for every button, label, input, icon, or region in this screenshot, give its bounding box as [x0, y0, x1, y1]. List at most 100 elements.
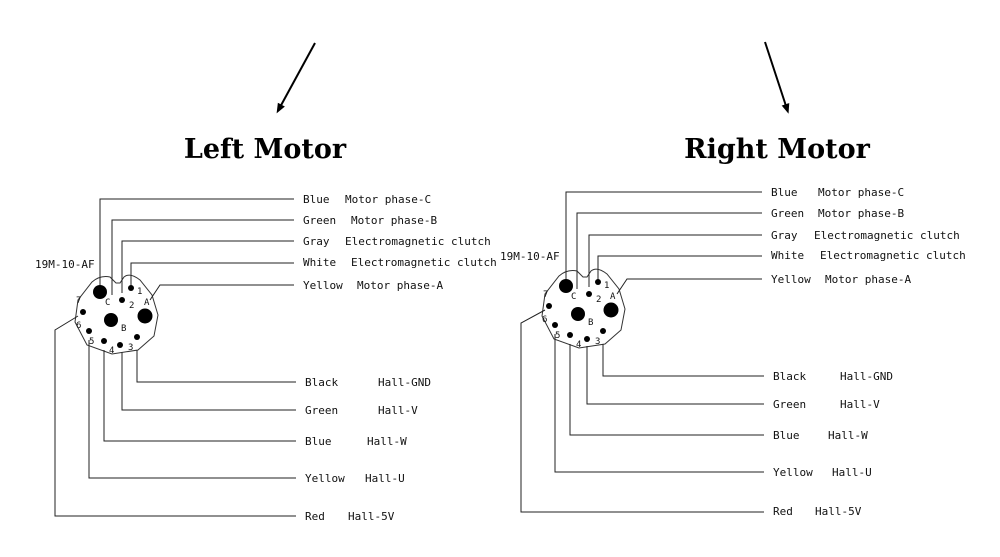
- left-motor-title: Left Motor: [184, 134, 347, 165]
- right-pin-6-hole: [552, 322, 558, 328]
- left-wire-label-function: Hall-W: [367, 435, 407, 448]
- left-wire-label-function: Electromagnetic clutch: [345, 235, 491, 248]
- right-pin-7-hole: [546, 303, 552, 309]
- right-wire-phase-c: [565, 191, 762, 280]
- right-pin-b-hole: [571, 307, 585, 321]
- left-wire-label-color: Green: [303, 214, 336, 227]
- right-wire-label-function: Motor phase-A: [825, 273, 911, 286]
- right-pointer-arrow: [764, 41, 790, 114]
- right-pin-label-c: C: [571, 292, 576, 302]
- right-pin-label-6: 6: [542, 315, 547, 325]
- right-pin-4-hole: [584, 336, 590, 342]
- left-wire-label-color: Blue: [303, 193, 330, 206]
- left-wire-label-function: Hall-GND: [378, 376, 431, 389]
- left-wire-label-color: Yellow: [303, 279, 343, 292]
- right-wire-label-color: Yellow: [773, 466, 813, 479]
- left-pin-label-7: 7: [76, 296, 81, 306]
- right-wire-label-color: Green: [773, 398, 806, 411]
- right-wire-clutch-gray: [588, 234, 762, 287]
- right-connector-label: 19M-10-AF: [500, 250, 560, 263]
- right-wire-label-function: Hall-5V: [815, 505, 862, 518]
- left-pin-label-4: 4: [109, 346, 114, 356]
- right-wire-hall-u: [554, 334, 764, 473]
- left-wire-phase-c: [99, 198, 294, 286]
- right-wire-phase-a: [616, 278, 762, 295]
- right-pin-5-hole: [567, 332, 573, 338]
- left-pin-3-hole: [134, 334, 140, 340]
- left-wire-label-color: Red: [305, 510, 325, 523]
- left-connector-label: 19M-10-AF: [35, 258, 95, 271]
- left-pin-1-hole: [128, 285, 134, 291]
- right-pin-label-3: 3: [595, 337, 600, 347]
- left-pin-label-2: 2: [129, 301, 134, 311]
- left-pin-7-hole: [80, 309, 86, 315]
- left-pin-label-6: 6: [76, 321, 81, 331]
- left-wire-label-color: Black: [305, 376, 338, 389]
- left-wire-label-function: Motor phase-B: [351, 214, 437, 227]
- right-pin-label-2: 2: [596, 295, 601, 305]
- left-pin-label-a: A: [144, 298, 150, 308]
- left-pin-label-c: C: [105, 298, 110, 308]
- right-wire-hall-gnd: [602, 344, 764, 377]
- left-wire-clutch-white: [130, 262, 294, 287]
- left-pointer-arrow: [276, 42, 316, 114]
- right-pin-label-4: 4: [576, 340, 581, 350]
- left-wire-hall-v: [121, 352, 296, 411]
- right-pin-label-5: 5: [555, 331, 560, 341]
- left-wire-label-color: Yellow: [305, 472, 345, 485]
- left-wire-label-function: Hall-5V: [348, 510, 395, 523]
- right-wire-label-function: Hall-W: [828, 429, 868, 442]
- left-wire-label-function: Electromagnetic clutch: [351, 256, 497, 269]
- right-wire-label-function: Electromagnetic clutch: [820, 249, 966, 262]
- right-wire-hall-v: [586, 346, 764, 405]
- right-wire-label-function: Hall-GND: [840, 370, 893, 383]
- left-wire-label-function: Motor phase-C: [345, 193, 431, 206]
- right-pin-label-1: 1: [604, 281, 609, 291]
- right-wire-label-color: Green: [771, 207, 804, 220]
- right-wire-label-function: Motor phase-B: [818, 207, 904, 220]
- left-motor-diagram: Left Motor 19M-10-AF 1 2 3 4 5 6: [35, 134, 497, 523]
- left-pin-2-hole: [119, 297, 125, 303]
- right-wire-label-color: Yellow: [771, 273, 811, 286]
- left-pin-a-hole: [137, 308, 153, 324]
- left-pin-label-b: B: [121, 324, 126, 334]
- left-pin-6-hole: [86, 328, 92, 334]
- right-wire-label-color: Red: [773, 505, 793, 518]
- right-wire-label-function: Hall-U: [832, 466, 872, 479]
- right-wire-phase-b: [576, 212, 762, 289]
- right-pin-label-7: 7: [543, 290, 548, 300]
- right-motor-diagram: Right Motor 19M-10-AF 1 2 3 4 5 6: [500, 134, 966, 518]
- right-wire-label-color: Black: [773, 370, 806, 383]
- right-wire-clutch-white: [597, 255, 762, 281]
- left-pin-c-hole: [93, 285, 107, 299]
- left-wire-label-color: Blue: [305, 435, 332, 448]
- right-motor-title: Right Motor: [684, 134, 870, 165]
- right-pin-1-hole: [595, 279, 601, 285]
- left-wire-hall-5v: [54, 315, 296, 517]
- right-wire-label-function: Electromagnetic clutch: [814, 229, 960, 242]
- left-wire-label-color: Green: [305, 404, 338, 417]
- right-wire-hall-w: [569, 344, 764, 436]
- left-wire-hall-u: [88, 340, 296, 479]
- left-wire-hall-gnd: [136, 350, 296, 383]
- right-wire-label-color: White: [771, 249, 804, 262]
- left-pin-label-1: 1: [137, 287, 142, 297]
- right-wire-label-function: Motor phase-C: [818, 186, 904, 199]
- left-wire-clutch-gray: [121, 240, 294, 293]
- right-pin-label-a: A: [610, 292, 616, 302]
- left-wire-phase-b: [111, 219, 294, 295]
- right-wire-hall-5v: [520, 309, 764, 513]
- left-pin-4-hole: [117, 342, 123, 348]
- left-pin-label-3: 3: [128, 343, 133, 353]
- right-pin-3-hole: [600, 328, 606, 334]
- left-wire-phase-a: [149, 284, 294, 301]
- left-pin-5-hole: [101, 338, 107, 344]
- left-pin-b-hole: [104, 313, 118, 327]
- left-wire-label-function: Hall-U: [365, 472, 405, 485]
- left-wire-label-color: White: [303, 256, 336, 269]
- right-wire-label-color: Blue: [773, 429, 800, 442]
- right-pin-c-hole: [559, 279, 573, 293]
- left-pin-label-5: 5: [89, 337, 94, 347]
- left-wire-label-function: Motor phase-A: [357, 279, 443, 292]
